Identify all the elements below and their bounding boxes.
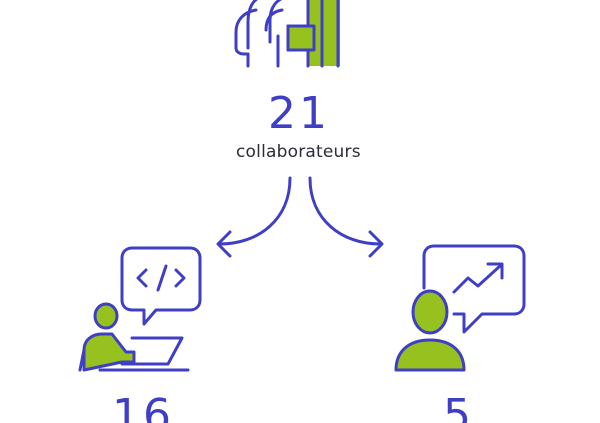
- developers-count: 16: [112, 390, 174, 423]
- left-arrow-icon: [218, 176, 292, 246]
- collaborators-label: collaborateurs: [236, 142, 361, 162]
- split-arrows: [216, 176, 384, 258]
- collaborators-count: 21: [268, 88, 330, 139]
- analyst-growth-chart-icon: [394, 244, 526, 372]
- developer-coding-icon: [78, 246, 202, 372]
- analysts-count: 5: [443, 390, 474, 423]
- right-arrow-icon: [308, 176, 382, 246]
- team-collaborators-icon: [234, 0, 340, 68]
